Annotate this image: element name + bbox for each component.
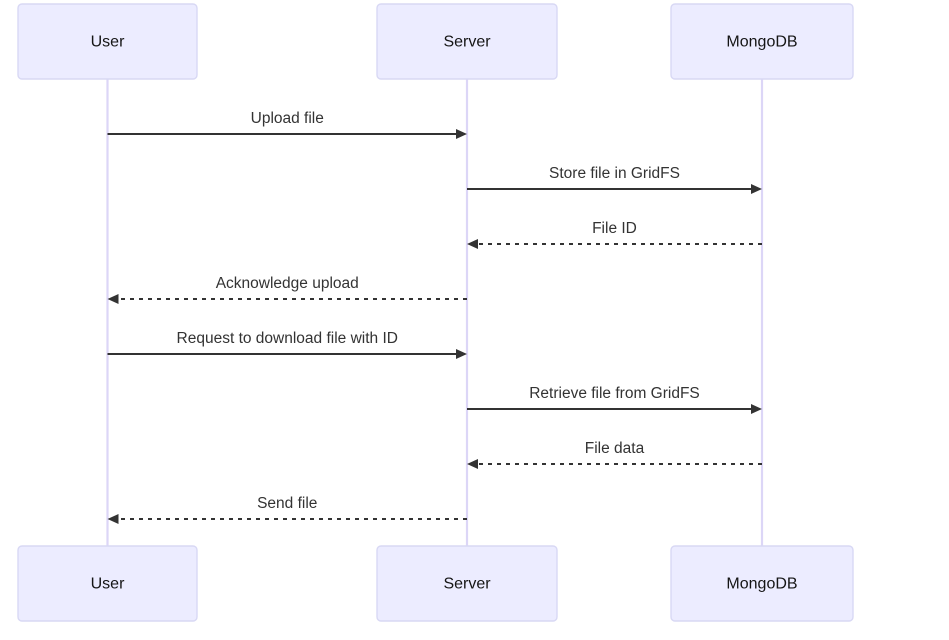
message-3: Acknowledge upload <box>107 275 467 304</box>
message-arrowhead-6 <box>467 459 478 469</box>
actor-box-server-top[interactable] <box>376 3 558 80</box>
message-label-2: File ID <box>592 220 637 237</box>
message-5: Retrieve file from GridFS <box>467 385 762 414</box>
actor-box-mongodb-top[interactable] <box>670 3 854 80</box>
message-arrowhead-4 <box>456 349 467 359</box>
actor-label-server-bottom: Server <box>443 576 491 593</box>
actor-boxes-top: User Server MongoDB <box>17 3 854 80</box>
actor-label-user-top: User <box>91 34 125 51</box>
actor-box-user-bottom[interactable] <box>17 545 198 622</box>
message-arrowhead-7 <box>107 514 119 524</box>
actor-box-user-top[interactable] <box>17 3 198 80</box>
message-1: Store file in GridFS <box>467 165 762 194</box>
message-arrowhead-1 <box>751 184 762 194</box>
actor-user-bottom[interactable]: User <box>17 545 198 622</box>
lifelines-group <box>106 79 764 546</box>
message-label-3: Acknowledge upload <box>216 275 359 292</box>
actor-boxes-bottom: User Server MongoDB <box>17 545 854 622</box>
actor-server-top[interactable]: Server <box>376 3 558 80</box>
message-0: Upload file <box>107 110 467 139</box>
message-arrowhead-3 <box>107 294 119 304</box>
message-7: Send file <box>107 495 467 524</box>
message-2: File ID <box>467 220 762 249</box>
message-label-6: File data <box>585 440 645 457</box>
actor-label-mongodb-bottom: MongoDB <box>726 576 797 593</box>
actor-label-user-bottom: User <box>91 576 125 593</box>
actor-box-server-bottom[interactable] <box>376 545 558 622</box>
message-arrowhead-2 <box>467 239 478 249</box>
message-4: Request to download file with ID <box>107 330 467 359</box>
message-label-4: Request to download file with ID <box>177 330 398 347</box>
message-label-7: Send file <box>257 495 317 512</box>
actor-mongodb-top[interactable]: MongoDB <box>670 3 854 80</box>
actor-user-top[interactable]: User <box>17 3 198 80</box>
message-label-1: Store file in GridFS <box>549 165 680 182</box>
message-label-5: Retrieve file from GridFS <box>529 385 700 402</box>
actor-server-bottom[interactable]: Server <box>376 545 558 622</box>
message-6: File data <box>467 440 762 469</box>
actor-label-mongodb-top: MongoDB <box>726 34 797 51</box>
message-arrowhead-0 <box>456 129 467 139</box>
actor-label-server-top: Server <box>443 34 491 51</box>
message-label-0: Upload file <box>251 110 324 127</box>
message-arrowhead-5 <box>751 404 762 414</box>
actor-box-mongodb-bottom[interactable] <box>670 545 854 622</box>
actor-mongodb-bottom[interactable]: MongoDB <box>670 545 854 622</box>
